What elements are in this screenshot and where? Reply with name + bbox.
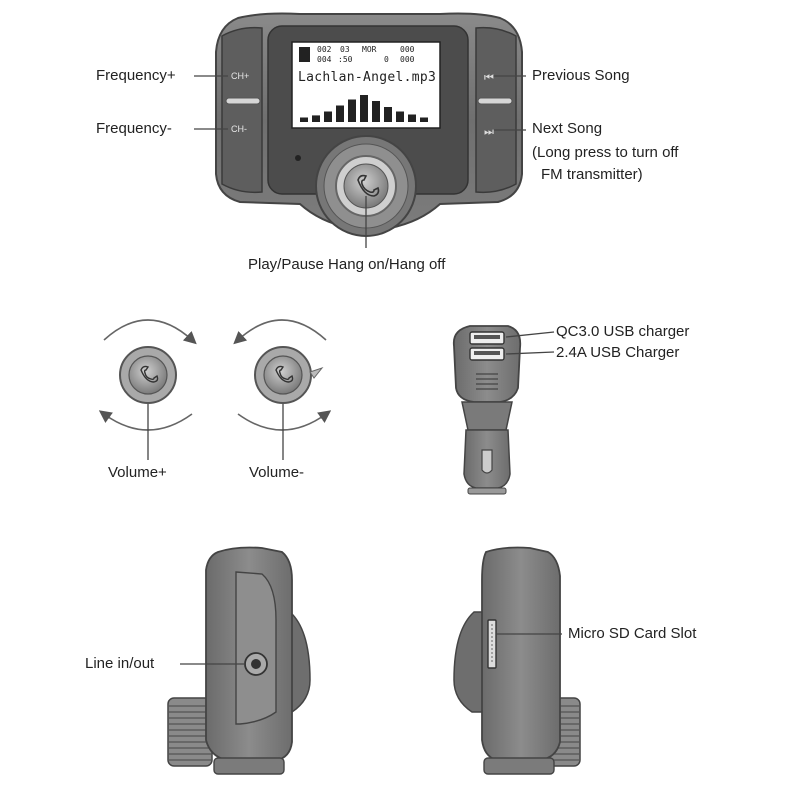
ch-plus-button[interactable]: CH+ [231,71,250,81]
next-song-label: Next Song [532,120,603,137]
qc-charger-label: QC3.0 USB charger [556,323,690,340]
side-view-left-device [167,546,311,775]
equalizer-bar [300,117,308,122]
volume-minus-knob[interactable] [233,319,332,460]
screen-row1-d: 000 [400,45,415,54]
screen-row1-b: 03 [340,45,350,54]
micro-sd-label: Micro SD Card Slot [568,625,697,642]
previous-icon: ⏮ [484,71,494,84]
equalizer-bar [384,107,392,122]
usb-charger-label: 2.4A USB Charger [556,344,680,361]
front-leader-lines [194,75,526,248]
next-song-note-1: (Long press to turn off [532,144,679,161]
screen-row1-c: MOR [362,45,377,54]
next-icon: ⏭ [484,125,494,138]
equalizer-bars [300,95,428,122]
volume-minus-label: Volume- [249,464,305,481]
equalizer-bar [420,117,428,122]
frequency-minus-label: Frequency- [96,120,172,137]
screen-row1-a: 002 [317,45,332,54]
frequency-plus-label: Frequency+ [96,67,176,84]
phone-icon [140,365,159,383]
ch-minus-button[interactable]: CH- [231,124,247,134]
screen-row2-a: 004 [317,55,332,64]
equalizer-bar [396,111,404,122]
equalizer-bar [312,115,320,122]
next-song-note-2: FM transmitter) [541,166,643,183]
phone-icon [275,365,294,383]
volume-plus-label: Volume+ [108,464,167,481]
line-in-out-label: Line in/out [85,655,155,672]
previous-song-label: Previous Song [532,67,630,84]
equalizer-bar [336,105,344,122]
equalizer-bar [324,111,332,122]
screen-row2-b: :50 [338,55,353,64]
play-pause-label: Play/Pause Hang on/Hang off [248,256,446,273]
volume-plus-knob[interactable] [98,319,197,460]
screen-track-name: Lachlan-Angel.mp3 [298,70,437,85]
side-view-right-device [453,546,581,775]
equalizer-bar [408,114,416,122]
screen-row2-c: 0 [384,55,389,64]
usb-charger-device [452,325,555,495]
equalizer-bar [360,95,368,122]
equalizer-bar [348,99,356,122]
screen-row2-d: 000 [400,55,415,64]
equalizer-bar [372,101,380,122]
phone-icon [357,174,380,197]
